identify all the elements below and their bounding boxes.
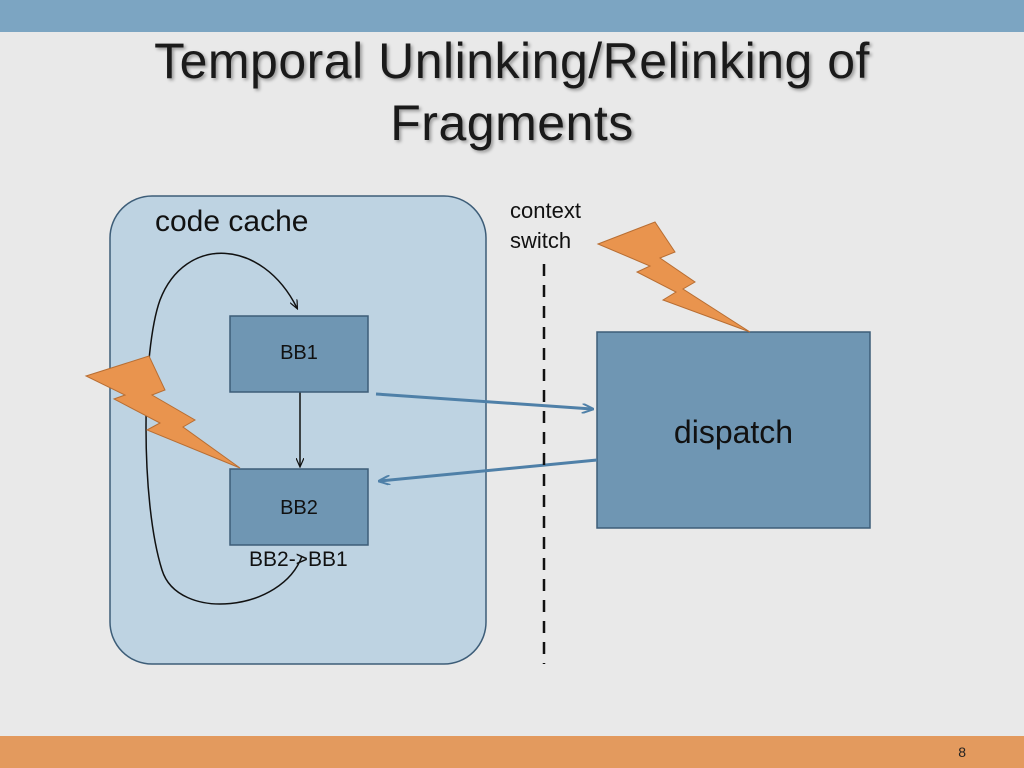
bb2-to-bb1-link-curve	[145, 252, 303, 605]
bb1-label: BB1	[280, 342, 318, 364]
bb1-block[interactable]	[229, 315, 369, 393]
slide-title-line-1: Temporal Unlinking/Relinking of	[154, 33, 870, 89]
slide-title-line-2: Fragments	[390, 95, 634, 151]
code-cache-region	[109, 195, 487, 665]
unlink-lightning-icon	[84, 355, 241, 469]
dispatch-block[interactable]	[596, 331, 871, 529]
top-accent-bar	[0, 0, 1024, 32]
context-switch-label: context switch	[510, 196, 581, 256]
bb2-block[interactable]	[229, 468, 369, 546]
dispatch-to-bb2-arrow	[380, 458, 598, 481]
slide-title: Temporal Unlinking/Relinking of Fragment…	[0, 30, 1024, 154]
code-cache-label: code cache	[155, 205, 309, 238]
bb2-to-bb1-link-label: BB2->BB1	[249, 548, 348, 571]
context-switch-lightning-icon	[596, 221, 751, 333]
page-number: 8	[958, 744, 966, 760]
bb2-label: BB2	[280, 497, 318, 519]
context-switch-label-line-2: switch	[510, 228, 572, 253]
footer-accent-bar	[0, 736, 1024, 768]
dispatch-label: dispatch	[673, 414, 794, 450]
bb1-to-dispatch-arrow	[375, 392, 592, 409]
context-switch-label-line-1: context	[510, 198, 581, 223]
